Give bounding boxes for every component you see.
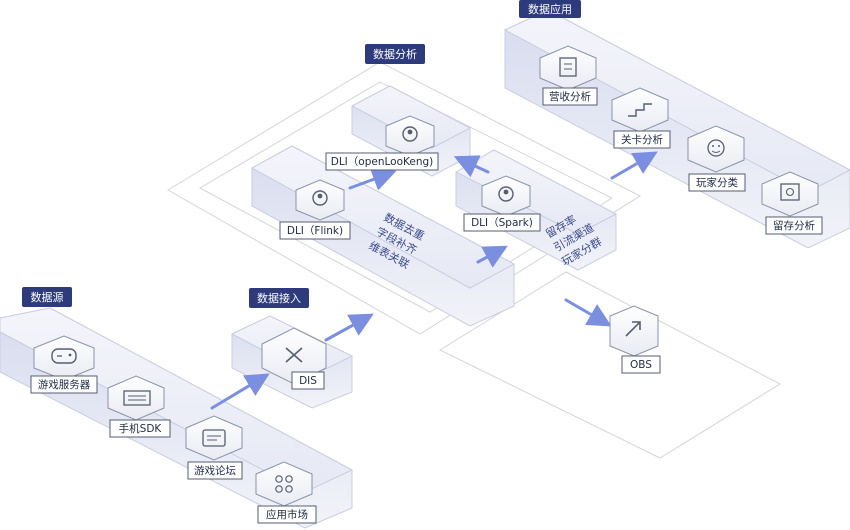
- dis-cross-icon: [261, 327, 327, 385]
- apps-grid-icon: [255, 461, 313, 507]
- node-level-analysis: 关卡分析: [611, 87, 671, 149]
- svg-text:留存分析: 留存分析: [773, 219, 815, 232]
- svg-text:玩家分类: 玩家分类: [696, 176, 738, 189]
- stairs-icon: [611, 87, 669, 133]
- section-label-ingest: 数据接入: [249, 288, 309, 308]
- svg-text:营收分析: 营收分析: [549, 90, 591, 103]
- svg-text:DIS: DIS: [299, 375, 317, 387]
- svg-text:数据应用: 数据应用: [528, 2, 572, 16]
- arrow-analysis-to-obs: [564, 298, 612, 327]
- obs-upload-icon: [609, 305, 659, 357]
- report-icon: [761, 171, 819, 217]
- section-label-application: 数据应用: [519, 0, 581, 18]
- section-label-analysis: 数据分析: [365, 44, 425, 64]
- dli-icon: [385, 115, 435, 157]
- svg-text:数据接入: 数据接入: [257, 291, 301, 305]
- node-app-market: 应用市场: [255, 461, 317, 524]
- svg-text:OBS: OBS: [630, 359, 652, 371]
- svg-text:数据分析: 数据分析: [373, 47, 417, 61]
- node-dli-flink: DLI（Flink): [279, 179, 351, 240]
- svg-text:游戏论坛: 游戏论坛: [194, 464, 236, 477]
- node-retention-analysis: 留存分析: [761, 171, 823, 235]
- bill-icon: [539, 45, 597, 91]
- node-game-forum: 游戏论坛: [185, 415, 243, 480]
- node-dis: DIS: [261, 327, 327, 390]
- keyboard-icon: [107, 375, 165, 421]
- svg-text:手机SDK: 手机SDK: [119, 422, 163, 435]
- node-revenue-analysis: 营收分析: [539, 45, 598, 106]
- face-icon: [687, 125, 745, 173]
- chat-icon: [185, 415, 243, 461]
- node-mobile-sdk: 手机SDK: [107, 375, 171, 438]
- svg-text:DLI（Flink): DLI（Flink): [287, 225, 343, 237]
- node-dli-openlookeng: DLI（openLooKeng): [325, 115, 439, 171]
- svg-text:DLI（Spark): DLI（Spark): [471, 217, 533, 229]
- arrow-spark-to-openlookeng: [453, 155, 490, 178]
- dli-icon: [481, 175, 531, 217]
- gamepad-icon: [33, 335, 95, 381]
- svg-text:关卡分析: 关卡分析: [621, 133, 663, 146]
- node-game-server: 游戏服务器: [30, 335, 98, 394]
- obs-zone-outline: [438, 271, 782, 459]
- svg-text:数据源: 数据源: [31, 290, 64, 304]
- arrow-source-to-dis: [210, 373, 270, 410]
- section-label-source: 数据源: [22, 287, 72, 307]
- arrow-dis-to-analysis: [324, 313, 374, 342]
- arrow-flink-to-openlookeng: [348, 167, 397, 191]
- arrow-flink-to-spark: [476, 245, 508, 268]
- node-obs: OBS: [609, 305, 661, 374]
- svg-text:DLI（openLooKeng): DLI（openLooKeng): [331, 156, 434, 168]
- svg-text:应用市场: 应用市场: [266, 508, 308, 521]
- svg-text:游戏服务器: 游戏服务器: [38, 378, 91, 391]
- analysis-zone-outline: [167, 61, 642, 335]
- arrow-analysis-to-application: [610, 151, 658, 180]
- dli-icon: [295, 179, 345, 221]
- node-player-classification: 玩家分类: [687, 125, 746, 192]
- node-dli-spark: DLI（Spark): [463, 175, 541, 232]
- flow-arrows: [210, 151, 658, 410]
